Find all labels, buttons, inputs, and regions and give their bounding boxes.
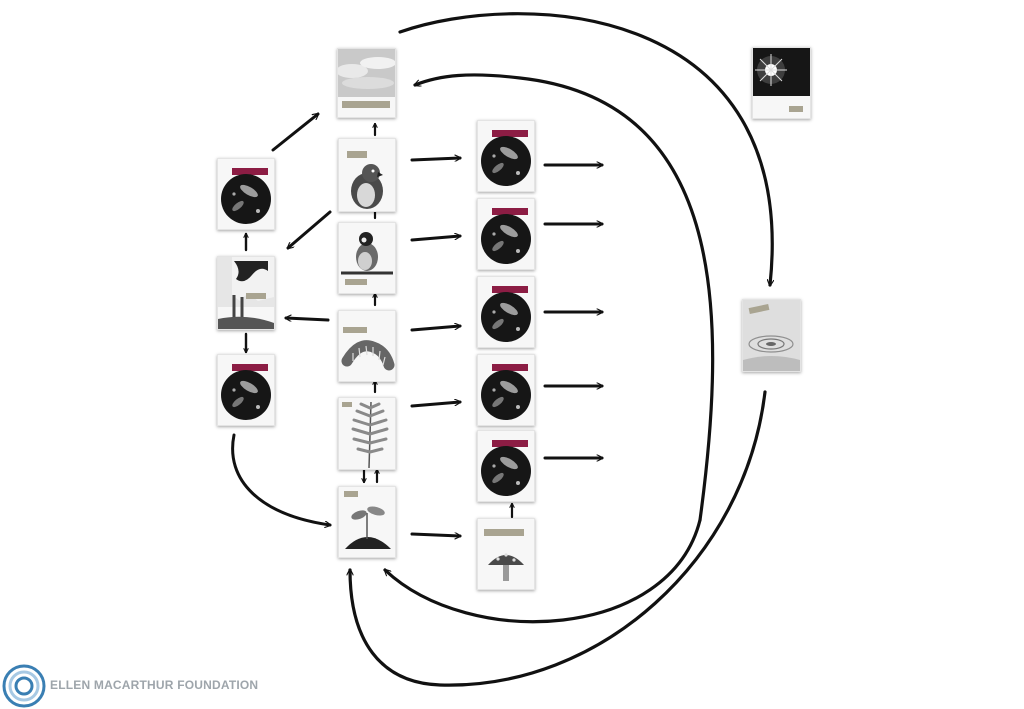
bacteria-card-1 — [477, 120, 535, 192]
bacteria-icon — [481, 208, 531, 264]
caterpillar-card — [338, 310, 396, 382]
sun-card — [752, 47, 811, 119]
bacteria-card-3 — [477, 276, 535, 348]
arrow-rain-to-seedling — [350, 390, 767, 687]
bacteria-icon — [221, 168, 271, 224]
songbird-card — [338, 222, 396, 294]
sky-card — [337, 48, 396, 118]
seedling-card — [338, 486, 396, 558]
hawk-card — [338, 138, 396, 212]
cow-card — [217, 256, 275, 330]
rain-card — [742, 299, 801, 372]
bacteria-card-left-bottom — [217, 354, 275, 426]
water-ripple-icon — [743, 300, 800, 371]
bacteria-card-left-top — [217, 158, 275, 230]
bacteria-icon — [481, 286, 531, 342]
clouds-icon — [338, 49, 395, 108]
bacteria-icon — [481, 440, 531, 496]
arrow-microbe-to-sky — [271, 114, 318, 152]
seedling-icon — [344, 491, 391, 549]
sun-icon — [753, 48, 810, 112]
hawk-icon — [347, 151, 383, 209]
organization-name: ELLEN MACARTHUR FOUNDATION — [50, 678, 259, 692]
bacteria-icon — [481, 364, 531, 420]
mushroom-card — [477, 518, 535, 590]
bird-icon — [341, 232, 393, 285]
arrow-hawk-to-cow — [288, 210, 332, 248]
arrow-caterpillar-to-cow — [286, 318, 330, 320]
arrow-return-to-sky — [415, 73, 715, 522]
bacteria-icon — [221, 364, 271, 420]
foundation-logo-icon — [2, 664, 46, 708]
bacteria-icon — [481, 130, 531, 186]
arrow-sky-to-rain — [398, 12, 772, 285]
bacteria-card-5 — [477, 430, 535, 502]
bacteria-card-4 — [477, 354, 535, 426]
fern-card — [338, 397, 396, 470]
arrow-return-to-seedling-inner — [385, 518, 702, 624]
mushroom-icon — [484, 529, 524, 581]
caterpillar-icon — [341, 327, 395, 371]
fern-icon — [342, 401, 389, 469]
bacteria-card-2 — [477, 198, 535, 270]
cow-icon — [218, 257, 274, 329]
arrow-microbe-seedling-loop — [231, 433, 330, 525]
